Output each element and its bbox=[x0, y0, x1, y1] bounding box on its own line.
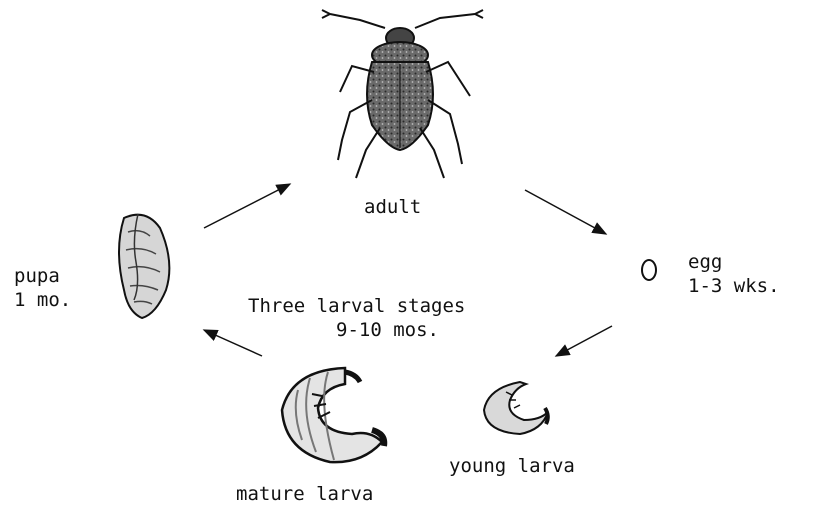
egg-illustration bbox=[642, 260, 656, 280]
mature-larva-illustration bbox=[282, 368, 384, 462]
young-larva-illustration bbox=[484, 382, 548, 434]
arrow-mature-larva-to-pupa bbox=[204, 330, 262, 356]
pupa-label: pupa bbox=[14, 264, 60, 288]
arrow-adult-to-egg bbox=[525, 190, 606, 234]
larval-stages-duration: 9-10 mos. bbox=[336, 318, 439, 342]
mature-larva-label: mature larva bbox=[236, 482, 373, 506]
pupa-illustration bbox=[119, 214, 169, 318]
pupa-duration: 1 mo. bbox=[14, 288, 71, 312]
arrow-pupa-to-adult bbox=[204, 184, 290, 228]
young-larva-label: young larva bbox=[449, 454, 575, 478]
egg-duration: 1-3 wks. bbox=[688, 274, 780, 298]
egg-label: egg bbox=[688, 250, 722, 274]
adult-label: adult bbox=[364, 195, 421, 219]
adult-beetle-illustration bbox=[322, 10, 483, 178]
larval-stages-label: Three larval stages bbox=[248, 294, 465, 318]
arrow-egg-to-young-larva bbox=[556, 326, 612, 356]
